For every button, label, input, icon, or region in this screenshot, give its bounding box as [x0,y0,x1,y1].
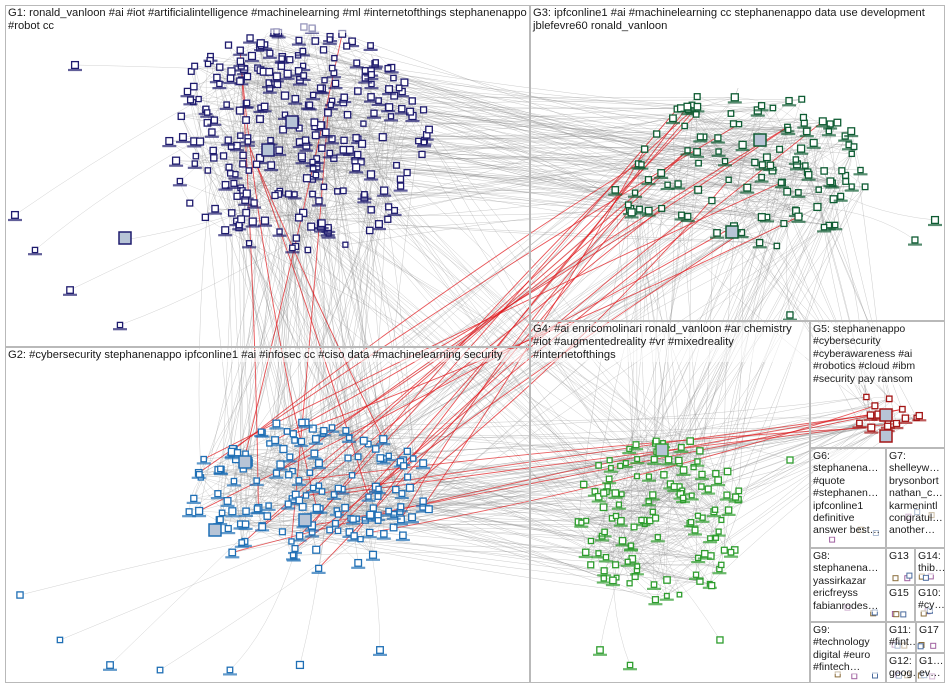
group-label-g12: G12: goog… [889,655,913,680]
group-label-g14: G14: thib… [918,550,942,575]
group-label-g9: G9: #technology digital #euro #fintech… [813,624,883,674]
group-panel-g4: G4: #ai enricomolinari ronald_vanloon #a… [530,321,810,683]
group-label-g13: G13 [889,550,912,562]
group-label-g4: G4: #ai enricomolinari ronald_vanloon #a… [533,323,805,362]
group-panel-g11: G11: #fint… [886,622,916,653]
group-label-g5: G5: stephanenappo #cybersecurity #cybera… [813,323,942,385]
group-label-g16: G1… ev… [919,655,942,680]
group-label-g1: G1: ronald_vanloon #ai #iot #artificiali… [8,7,527,33]
group-label-g8: G8: stephanena… yassirkazar ericfreyss f… [813,550,883,612]
group-label-g2: G2: #cybersecurity stephanenappo ipfconl… [8,349,527,362]
group-panel-g9: G9: #technology digital #euro #fintech… [810,622,886,683]
group-panel-g6: G6: stephanena… #quote #stephanen… ipfco… [810,448,886,548]
group-label-g17: G17 [919,624,942,636]
group-panel-g5: G5: stephanenappo #cybersecurity #cybera… [810,321,945,448]
group-label-g15: G15 [889,587,912,599]
group-panel-g17: G17 [916,622,945,653]
group-panel-g3: G3: ipfconline1 #ai #machinelearning cc … [530,5,945,321]
group-label-g3: G3: ipfconline1 #ai #machinelearning cc … [533,7,942,33]
group-panel-g2: G2: #cybersecurity stephanenappo ipfconl… [5,347,530,683]
group-panel-g16: G1… ev… [916,653,945,683]
group-panel-g15: G15 [886,585,915,622]
group-panel-g1: G1: ronald_vanloon #ai #iot #artificiali… [5,5,530,347]
group-panel-g14: G14: thib… [915,548,945,585]
group-panel-g7: G7: shelleyw… brysonbort nathan_c… karme… [886,448,945,548]
group-label-g6: G6: stephanena… #quote #stephanen… ipfco… [813,450,883,537]
group-label-g11: G11: #fint… [889,624,913,649]
group-label-g7: G7: shelleyw… brysonbort nathan_c… karme… [889,450,942,537]
group-panel-g8: G8: stephanena… yassirkazar ericfreyss f… [810,548,886,622]
group-label-g10: G10: #cy… [918,587,942,612]
group-panel-g10: G10: #cy… [915,585,945,622]
group-panel-g13: G13 [886,548,915,585]
group-panel-g12: G12: goog… [886,653,916,683]
